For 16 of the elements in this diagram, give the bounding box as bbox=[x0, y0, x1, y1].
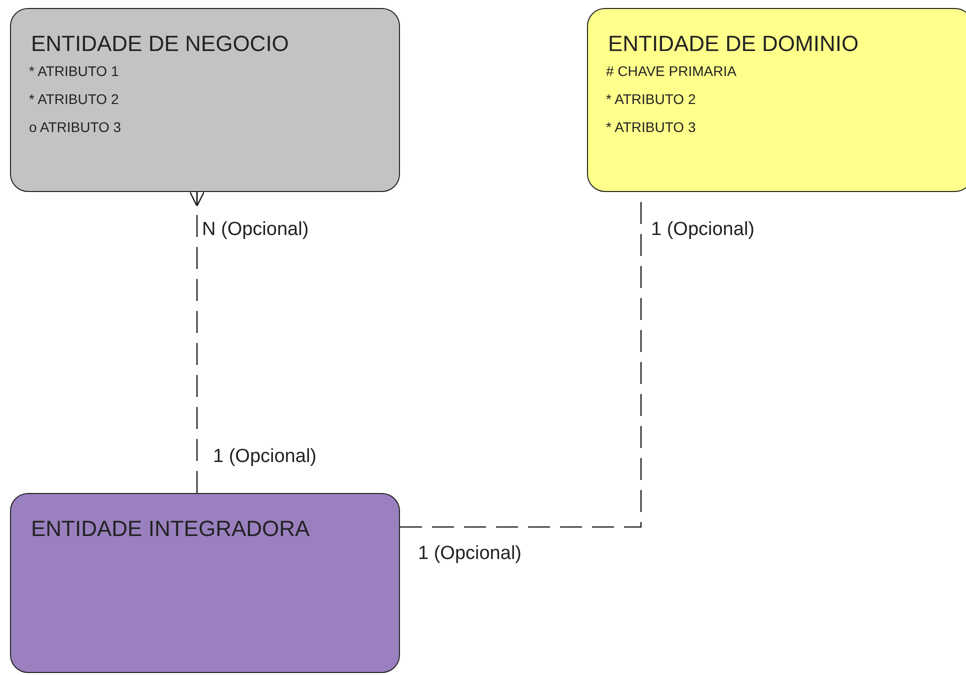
entity-name: ENTIDADE INTEGRADORA bbox=[31, 516, 311, 542]
attribute-text: * ATRIBUTO 1 bbox=[29, 62, 120, 81]
attribute-text: o ATRIBUTO 3 bbox=[29, 118, 122, 137]
entity-box bbox=[10, 493, 400, 673]
relationship-line bbox=[189, 191, 205, 493]
entity-name: ENTIDADE DE DOMINIO bbox=[608, 31, 860, 57]
entity-box bbox=[587, 8, 966, 192]
cardinality-label: 1 (Opcional) bbox=[649, 219, 756, 241]
attribute-text: # CHAVE PRIMARIA bbox=[606, 62, 738, 81]
cardinality-label: 1 (Opcional) bbox=[211, 446, 318, 468]
entity-name: ENTIDADE DE NEGOCIO bbox=[31, 31, 290, 57]
cardinality-label: 1 (Opcional) bbox=[416, 543, 524, 565]
attribute-text: * ATRIBUTO 3 bbox=[606, 118, 697, 137]
attribute-text: * ATRIBUTO 2 bbox=[29, 90, 120, 109]
attribute-text: * ATRIBUTO 2 bbox=[606, 90, 697, 109]
entity-box bbox=[10, 8, 400, 192]
